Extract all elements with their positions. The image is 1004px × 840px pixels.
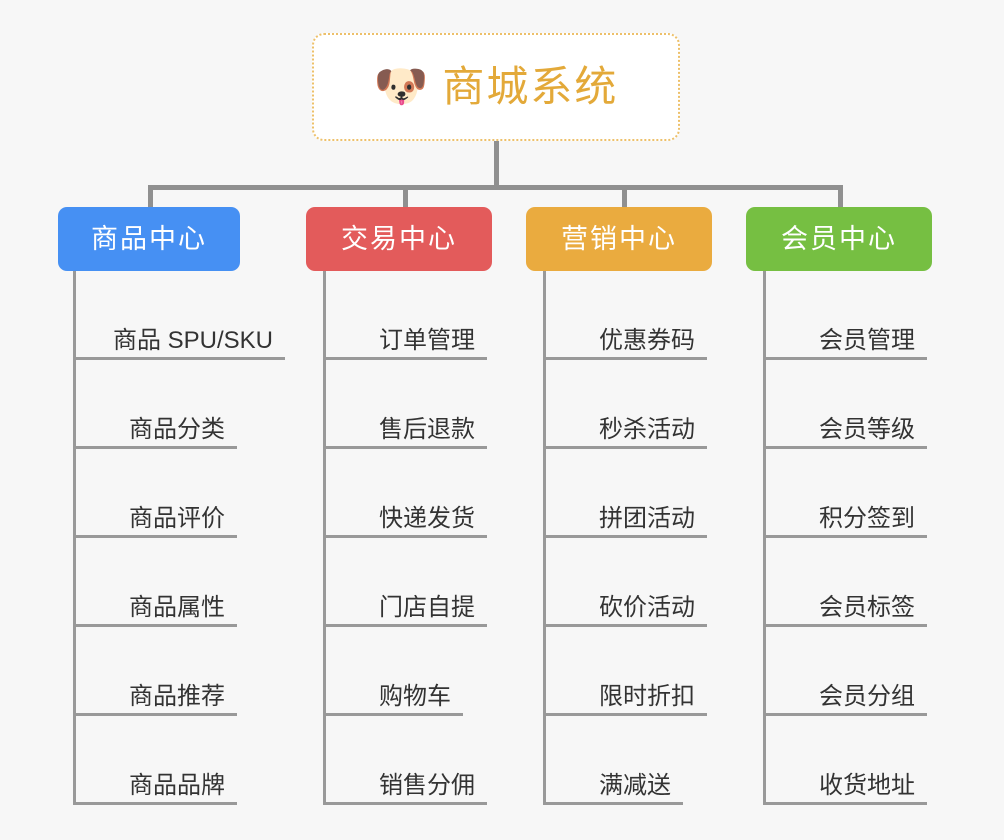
leaf-label: 限时折扣 <box>599 683 695 711</box>
leaf-label: 会员管理 <box>819 327 915 355</box>
leaf-item[interactable]: 商品 SPU/SKU <box>73 271 285 360</box>
leaf-label: 门店自提 <box>379 594 475 622</box>
leaf-item[interactable]: 收货地址 <box>763 716 927 805</box>
leaf-label: 购物车 <box>379 683 451 711</box>
leaf-item[interactable]: 限时折扣 <box>543 627 707 716</box>
leaf-spine <box>543 271 546 805</box>
leaf-label: 收货地址 <box>819 772 915 800</box>
leaf-item[interactable]: 满减送 <box>543 716 683 805</box>
leaf-label: 商品品牌 <box>129 772 225 800</box>
leaf-label: 订单管理 <box>379 327 475 355</box>
root-title: 商城系统 <box>442 63 619 110</box>
connector-drop-member-center <box>838 185 843 207</box>
leaf-item[interactable]: 商品品牌 <box>73 716 237 805</box>
leaf-label: 砍价活动 <box>599 594 695 622</box>
leaf-item[interactable]: 积分签到 <box>763 449 927 538</box>
category-box-member-center[interactable]: 会员中心 <box>746 207 932 271</box>
leaf-label: 商品 SPU/SKU <box>112 327 273 355</box>
connector-drop-marketing-center <box>622 185 627 207</box>
leaf-item[interactable]: 商品分类 <box>73 360 237 449</box>
leaf-label: 商品分类 <box>129 416 225 444</box>
category-label: 会员中心 <box>781 223 897 254</box>
category-label: 营销中心 <box>561 223 677 254</box>
leaf-item[interactable]: 商品属性 <box>73 538 237 627</box>
leaf-item[interactable]: 订单管理 <box>323 271 487 360</box>
leaf-item[interactable]: 商品评价 <box>73 449 237 538</box>
category-box-product-center[interactable]: 商品中心 <box>58 207 240 271</box>
leaf-label: 满减送 <box>599 772 671 800</box>
leaf-item[interactable]: 秒杀活动 <box>543 360 707 449</box>
leaf-item[interactable]: 拼团活动 <box>543 449 707 538</box>
leaf-spine <box>73 271 76 805</box>
leaf-item[interactable]: 销售分佣 <box>323 716 487 805</box>
leaf-label: 积分签到 <box>819 505 915 533</box>
leaf-label: 秒杀活动 <box>599 416 695 444</box>
leaf-item[interactable]: 砍价活动 <box>543 538 707 627</box>
leaf-label: 优惠券码 <box>599 327 695 355</box>
leaf-spine <box>763 271 766 805</box>
leaf-item[interactable]: 优惠券码 <box>543 271 707 360</box>
leaf-item[interactable]: 会员分组 <box>763 627 927 716</box>
leaf-spine <box>323 271 326 805</box>
leaf-label: 会员标签 <box>819 594 915 622</box>
connector-horizontal-bus <box>150 185 840 190</box>
leaf-item[interactable]: 购物车 <box>323 627 463 716</box>
leaf-label: 商品属性 <box>129 594 225 622</box>
connector-drop-trade-center <box>403 185 408 207</box>
leaf-item[interactable]: 商品推荐 <box>73 627 237 716</box>
leaf-label: 商品评价 <box>129 505 225 533</box>
category-label: 交易中心 <box>341 223 457 254</box>
leaf-item[interactable]: 会员等级 <box>763 360 927 449</box>
leaf-item[interactable]: 门店自提 <box>323 538 487 627</box>
leaf-label: 销售分佣 <box>379 772 475 800</box>
leaf-item[interactable]: 售后退款 <box>323 360 487 449</box>
connector-root-vertical <box>494 141 499 187</box>
leaf-item[interactable]: 快递发货 <box>323 449 487 538</box>
root-node[interactable]: 🐶 商城系统 <box>312 33 680 141</box>
leaf-label: 会员分组 <box>819 683 915 711</box>
leaf-label: 售后退款 <box>379 416 475 444</box>
connector-drop-product-center <box>148 185 153 207</box>
dog-face-icon: 🐶 <box>373 62 429 111</box>
leaf-item[interactable]: 会员标签 <box>763 538 927 627</box>
category-label: 商品中心 <box>91 223 207 254</box>
leaf-label: 拼团活动 <box>599 505 695 533</box>
category-box-marketing-center[interactable]: 营销中心 <box>526 207 712 271</box>
leaf-label: 商品推荐 <box>129 683 225 711</box>
leaf-label: 会员等级 <box>819 416 915 444</box>
leaf-label: 快递发货 <box>379 505 475 533</box>
category-box-trade-center[interactable]: 交易中心 <box>306 207 492 271</box>
leaf-item[interactable]: 会员管理 <box>763 271 927 360</box>
